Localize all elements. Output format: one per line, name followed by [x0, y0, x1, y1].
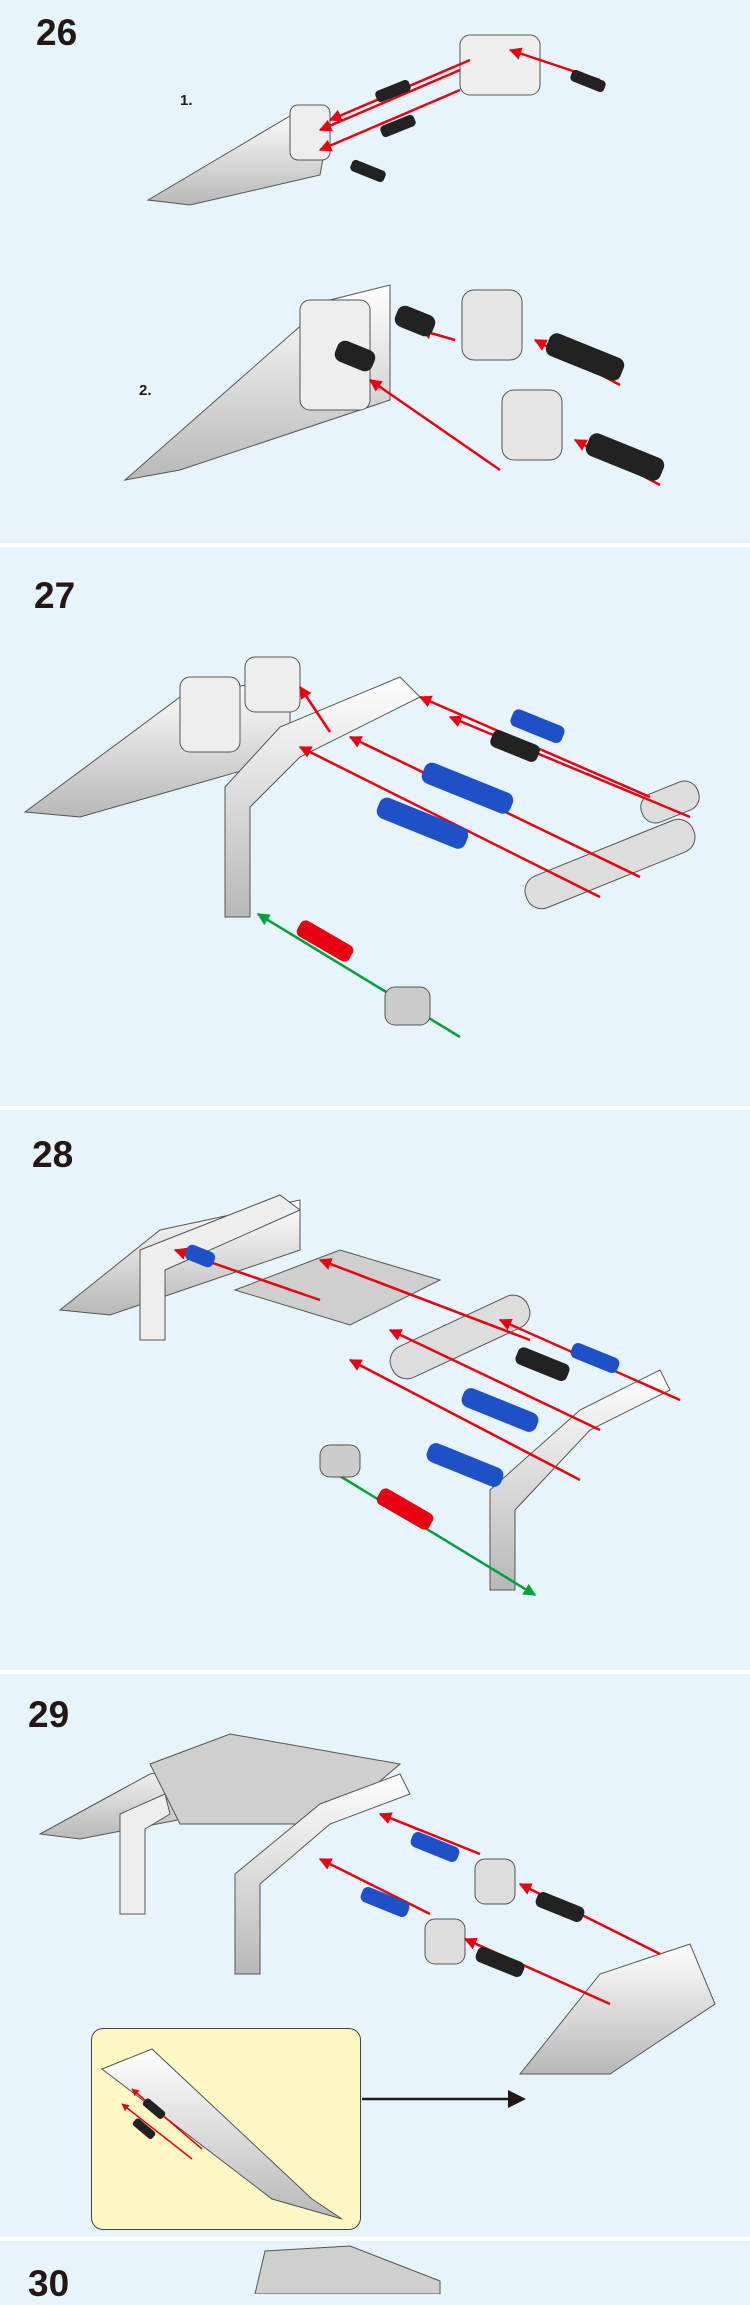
connector-blocks	[461, 289, 563, 461]
black-pins	[350, 69, 606, 183]
step-30-illustration	[254, 2245, 441, 2294]
red-arrows	[318, 47, 601, 152]
step-26-illustration	[123, 34, 665, 487]
step-26: 26 1. 2.	[0, 0, 750, 541]
frame-part	[459, 34, 541, 96]
step-divider	[0, 543, 750, 547]
step-29-illustration	[38, 1733, 716, 2108]
step-30: 30	[0, 2241, 750, 2304]
step-divider	[0, 1670, 750, 1674]
substep-label: 2.	[139, 382, 152, 399]
step-number: 29	[28, 1694, 70, 1735]
step-27-illustration	[23, 656, 700, 1039]
step-number: 28	[32, 1134, 74, 1175]
step-27: 27	[0, 547, 750, 1107]
black-pins	[334, 305, 665, 481]
step-divider	[0, 2237, 750, 2241]
step-divider	[0, 1106, 750, 1110]
blue-pins	[376, 709, 565, 849]
step-number: 27	[34, 575, 76, 616]
step-number: 26	[36, 12, 78, 53]
blade-part	[146, 104, 331, 206]
red-axle-pin	[296, 920, 354, 962]
step-28: 28	[0, 1110, 750, 1670]
callout-box	[91, 2028, 361, 2230]
step-28-illustration	[58, 1194, 681, 1597]
substep-label: 1.	[180, 92, 193, 109]
blade-part-2	[123, 284, 391, 481]
